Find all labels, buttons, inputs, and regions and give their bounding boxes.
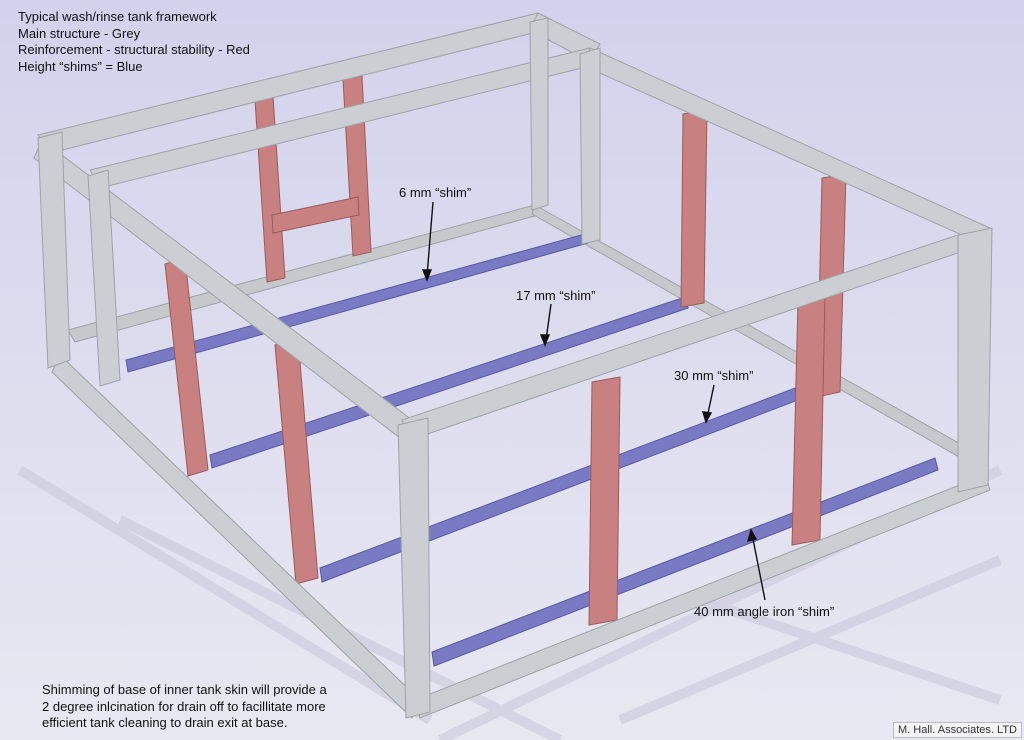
legend-reinforcement: Reinforcement - structural stability - R… xyxy=(18,42,250,57)
note-line-2: 2 degree inlcination for drain off to fa… xyxy=(42,698,326,714)
arrow-17mm xyxy=(545,303,552,341)
shimming-note: Shimming of base of inner tank skin will… xyxy=(42,682,382,732)
legend-title: Typical wash/rinse tank framework xyxy=(18,9,217,24)
main-structure-front xyxy=(33,12,993,719)
callout-6mm-shim: 6 mm “shim” xyxy=(399,185,472,200)
shims xyxy=(125,233,939,667)
credit-label: M. Hall. Associates. LTD xyxy=(893,722,1022,738)
arrow-6mm xyxy=(426,201,434,277)
legend: Typical wash/rinse tank framework Main s… xyxy=(18,9,250,75)
note-line-1: Shimming of base of inner tank skin will… xyxy=(42,682,327,697)
callout-30mm-shim: 30 mm “shim” xyxy=(674,368,754,383)
legend-main-structure: Main structure - Grey xyxy=(18,25,141,41)
callout-arrows xyxy=(421,201,766,601)
callout-40mm-shim: 40 mm angle iron “shim” xyxy=(694,604,835,619)
legend-shims: Height “shims” = Blue xyxy=(18,58,143,74)
arrow-40mm xyxy=(751,533,766,601)
note-line-3: efficient tank cleaning to drain exit at… xyxy=(42,715,288,730)
callout-17mm-shim: 17 mm “shim” xyxy=(516,288,596,303)
shim-17mm xyxy=(209,296,689,469)
